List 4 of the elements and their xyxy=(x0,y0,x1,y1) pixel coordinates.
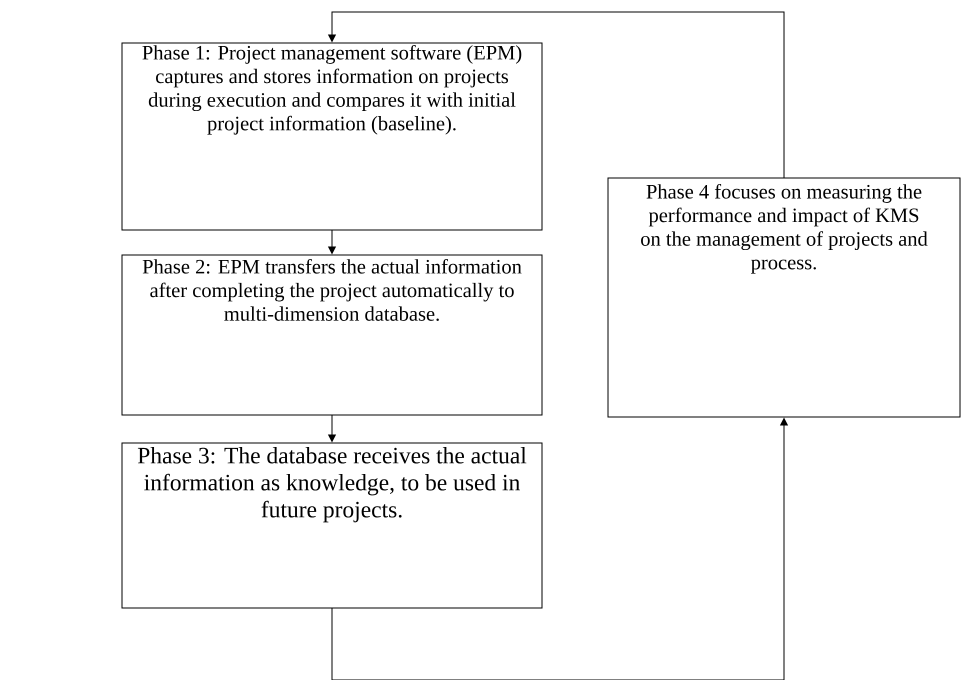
process-box: Phase 3: The database receives the actual information as knowledge, to be used in future projects. xyxy=(122,442,542,608)
process-box: Phase 4 focuses on measuring the performance and impact of KMS on the management of projects and process. xyxy=(608,178,960,418)
process-box: Phase 1: Project management software (EPM) captures and stores information on projects during execution and compares it with initial project information (baseline). xyxy=(122,42,542,230)
process-box: Phase 2: EPM transfers the actual information after completing the project automatically to multi-dimension database. xyxy=(122,254,542,416)
